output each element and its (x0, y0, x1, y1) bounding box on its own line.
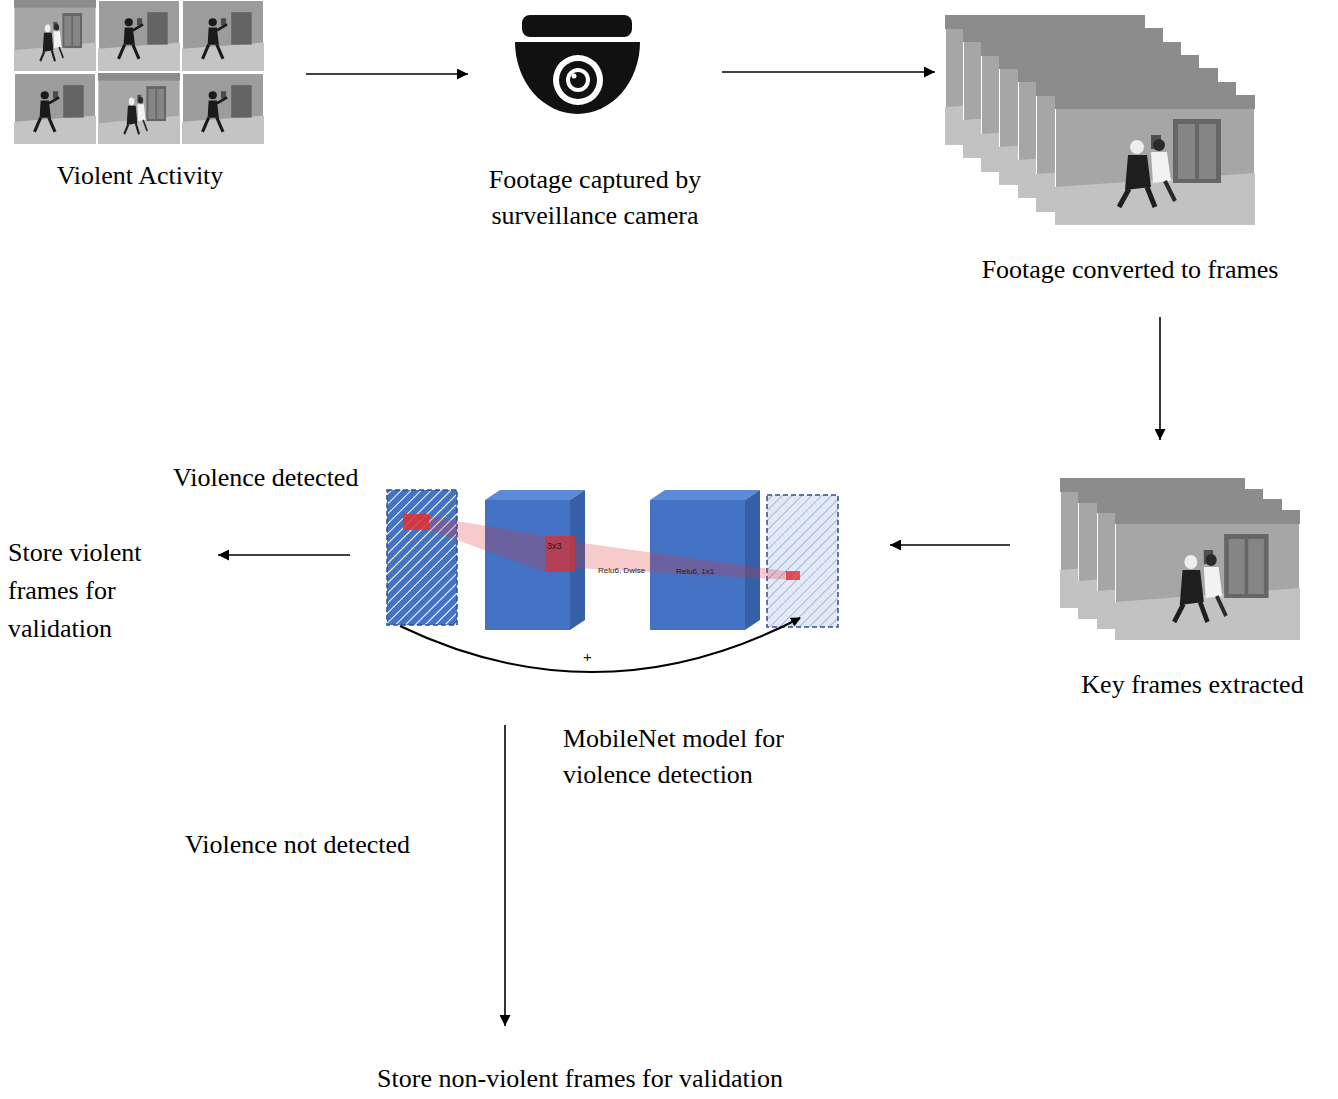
mobilenet-block (387, 490, 838, 672)
flow-arrow (1159, 317, 1161, 440)
caption: Violent Activity (14, 158, 266, 194)
camera-glint (572, 74, 577, 79)
camera-mount (522, 15, 632, 37)
photo-panel (182, 0, 264, 71)
edge-label: Violence detected (170, 462, 361, 494)
photo-panel (182, 73, 264, 144)
flow-arrow (504, 725, 506, 1026)
key-frame-stack (1060, 478, 1300, 640)
photo-panel (98, 73, 180, 144)
layer-annotation: 3x3 (547, 542, 562, 552)
frame-stack (945, 15, 1255, 225)
tensor-top (485, 490, 585, 500)
violent-activity-photos (14, 0, 264, 144)
caption: Footage converted to frames (945, 252, 1315, 288)
photo-panel (14, 73, 96, 144)
tensor-top (650, 490, 760, 500)
camera-icon (515, 15, 640, 114)
camera-lens (553, 55, 603, 105)
projection-fan (416, 514, 545, 572)
camera-node: Footage captured by surveillance camera (470, 10, 720, 238)
layer-annotation: Relu6, Dwise (598, 567, 645, 576)
image-node: Footage converted to frames (945, 15, 1315, 292)
kernel-patch (545, 536, 575, 572)
key-frame (1115, 510, 1300, 640)
camera-lens (566, 68, 590, 92)
projection-fan (575, 542, 792, 580)
flow-arrow (306, 73, 468, 75)
edge-label: Violence not detected (182, 829, 413, 861)
action-text: Store non-violent frames for validation (335, 1064, 825, 1098)
action-text: Store violent frames for validation (5, 532, 173, 652)
photo-panel (98, 0, 180, 71)
output-patch (786, 571, 800, 580)
image-node: Violent Activity (14, 0, 266, 210)
caption: Store violent frames for validation (8, 534, 170, 648)
residual-arc (400, 618, 800, 672)
camera-lens (570, 72, 586, 88)
camera-lens (559, 61, 597, 99)
flow-arrow (890, 544, 1010, 546)
video-frame (1055, 95, 1255, 225)
image-node: Key frames extracted (1055, 478, 1330, 707)
caption: Store non-violent frames for validation (335, 1064, 825, 1094)
layer-annotation: + (583, 649, 592, 666)
output-tensor (767, 495, 838, 627)
flow-arrow (218, 554, 350, 556)
tensor-side (745, 490, 760, 630)
model-node: MobileNet model for violence detection (385, 485, 845, 700)
camera-dome (515, 42, 640, 114)
input-tensor (387, 490, 457, 625)
caption: MobileNet model for violence detection (563, 721, 831, 793)
flow-arrow (722, 71, 935, 73)
caption: Key frames extracted (1055, 667, 1330, 703)
caption: Footage captured by surveillance camera (470, 162, 720, 234)
photo-panel (14, 0, 96, 71)
layer-annotation: Relu6, 1x1 (676, 568, 714, 577)
